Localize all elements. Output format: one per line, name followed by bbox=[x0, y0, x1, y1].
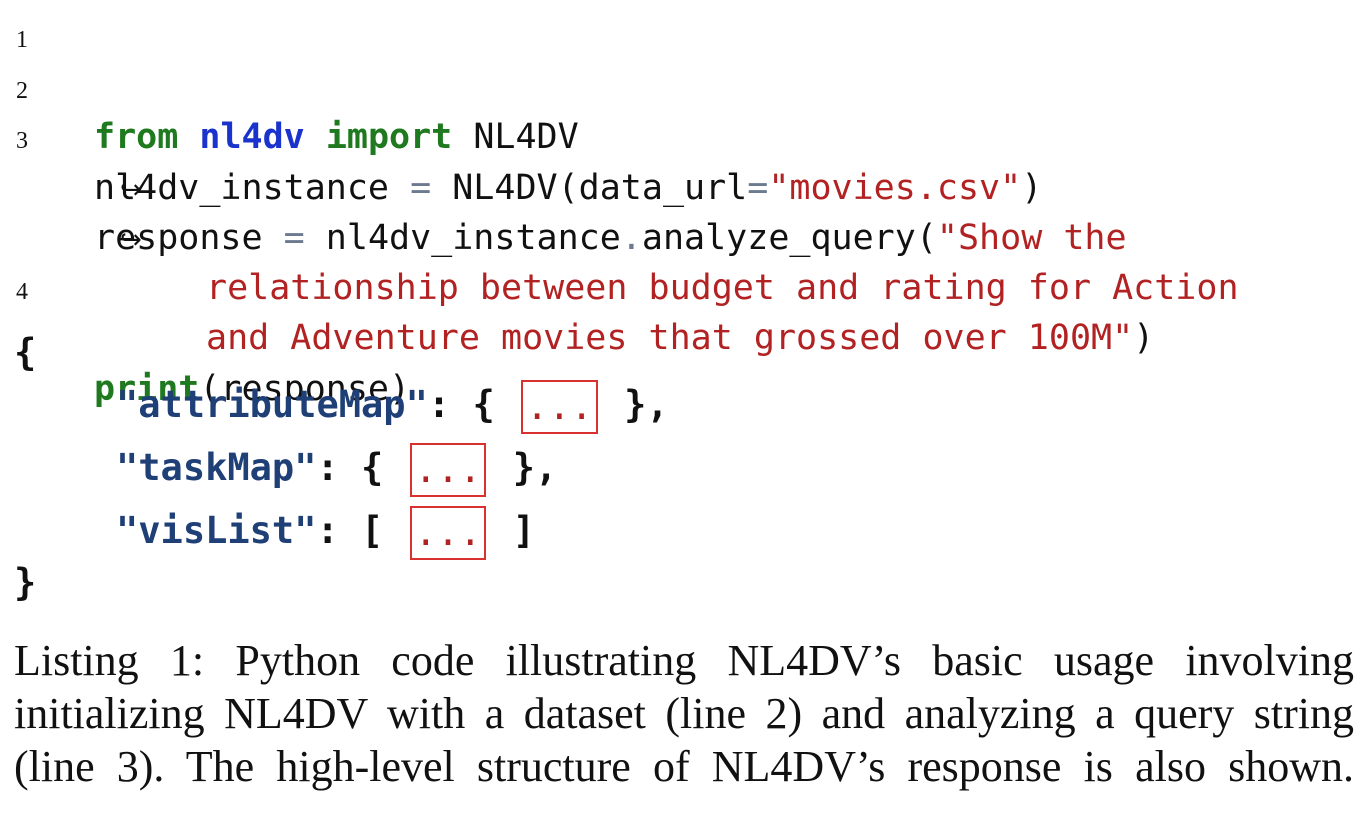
import-target: NL4DV bbox=[452, 117, 579, 157]
assignment-operator: = bbox=[410, 168, 432, 208]
json-colon: : bbox=[427, 383, 451, 426]
string-literal: "movies.csv" bbox=[768, 168, 1022, 208]
caption-line: Listing 1: Python code illustrating NL4D… bbox=[14, 636, 1354, 685]
json-close: ] bbox=[512, 509, 535, 552]
json-key: "visList" bbox=[116, 509, 317, 552]
continuation-arrow-icon: ↪ bbox=[120, 225, 142, 255]
method-call: analyze_query( bbox=[641, 218, 937, 258]
json-open: { bbox=[472, 383, 495, 426]
ellipsis-box: ... bbox=[409, 505, 487, 560]
assignment-target: nl4dv_instance bbox=[94, 168, 411, 208]
string-continuation: relationship between budget and rating f… bbox=[206, 268, 1239, 308]
json-colon: : bbox=[316, 446, 339, 489]
object-name: nl4dv_instance bbox=[304, 218, 621, 258]
code-continuation-line: ↪ and Adventure movies that grossed over… bbox=[0, 213, 1154, 358]
json-open: [ bbox=[361, 509, 384, 552]
caption-line: initializing NL4DV with a dataset (line … bbox=[14, 689, 1354, 738]
module-name: nl4dv bbox=[199, 117, 305, 157]
code-line-3: 3 response = nl4dv_instance.analyze_quer… bbox=[0, 113, 1127, 258]
listing-caption: Listing 1: Python code illustrating NL4D… bbox=[14, 634, 1354, 793]
code-continuation-line: ↪ relationship between budget and rating… bbox=[0, 163, 1239, 308]
code-line-4: 4 print(response) bbox=[0, 264, 410, 409]
json-key: "taskMap" bbox=[116, 446, 317, 489]
keyword-from: from bbox=[94, 117, 179, 157]
line-number: 1 bbox=[16, 27, 28, 53]
dot-operator: . bbox=[620, 218, 642, 258]
json-entry-attributemap: "attributeMap": { ... }, bbox=[116, 374, 669, 436]
code-text: from nl4dv import NL4DV bbox=[94, 112, 579, 162]
string-literal: "Show the bbox=[936, 218, 1127, 258]
constructor-call: NL4DV(data_url bbox=[431, 168, 748, 208]
keyword-print: print bbox=[94, 369, 200, 409]
json-open: { bbox=[361, 446, 384, 489]
json-close-brace: } bbox=[14, 561, 37, 604]
string-literal: and Adventure movies that grossed over 1… bbox=[206, 318, 1134, 358]
json-entry-vislist: "visList": [ ... ] bbox=[116, 500, 535, 562]
line-number: 4 bbox=[16, 279, 28, 305]
code-text: nl4dv_instance = NL4DV(data_url="movies.… bbox=[94, 163, 1042, 213]
keyword-import: import bbox=[325, 117, 453, 157]
line-number: 2 bbox=[16, 78, 28, 104]
close-paren: ) bbox=[1133, 318, 1155, 358]
string-continuation: and Adventure movies that grossed over 1… bbox=[206, 313, 1154, 363]
json-key: "attributeMap" bbox=[116, 383, 428, 426]
code-text: response = nl4dv_instance.analyze_query(… bbox=[94, 213, 1127, 263]
json-entry-taskmap: "taskMap": { ... }, bbox=[116, 437, 557, 499]
continuation-arrow-icon: ↪ bbox=[120, 175, 142, 205]
close-paren: ) bbox=[1021, 168, 1043, 208]
code-line-1: 1 from nl4dv import NL4DV bbox=[0, 12, 579, 157]
line-number: 3 bbox=[16, 128, 28, 154]
json-open-brace: { bbox=[14, 331, 37, 374]
json-colon: : bbox=[316, 509, 339, 552]
json-close: }, bbox=[624, 383, 669, 426]
code-line-2: 2 nl4dv_instance = NL4DV(data_url="movie… bbox=[0, 63, 1042, 208]
json-close: }, bbox=[512, 446, 558, 489]
code-text: print(response) bbox=[94, 364, 410, 414]
assignment-target: response bbox=[94, 218, 284, 258]
ellipsis-box: ... bbox=[521, 379, 598, 434]
print-args: (response) bbox=[199, 369, 411, 409]
ellipsis-box: ... bbox=[409, 442, 487, 497]
caption-line: (line 3). The high-level structure of NL… bbox=[14, 742, 1354, 791]
assignment-operator: = bbox=[283, 218, 305, 258]
kwarg-operator: = bbox=[747, 168, 769, 208]
